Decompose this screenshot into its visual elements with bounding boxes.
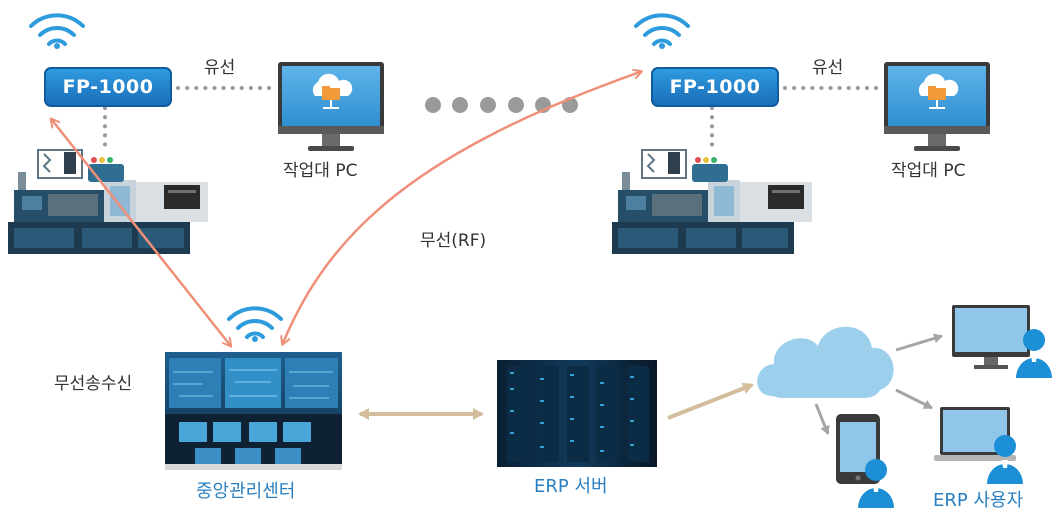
pc-label-right: 작업대 PC [891,161,966,181]
rf-arrow-right [283,72,640,343]
fp1000-device-left: FP-1000 [44,67,172,107]
wifi-icon [634,13,690,49]
cloud-user-arrow-3 [814,403,830,435]
wired-label-right: 유선 [812,58,844,78]
device-label: FP-1000 [669,76,761,98]
server-cloud-arrow [667,382,754,420]
monitor-icon [952,305,1030,369]
monitor-icon [884,62,990,151]
central-center-label: 중앙관리센터 [196,481,296,502]
user-icon [987,435,1023,484]
control-room-icon [165,352,342,470]
transceiver-label: 무선송수신 [54,374,133,394]
server-rack-icon [497,360,657,467]
cloud-user-arrow-1 [895,333,943,352]
injection-machine-icon [612,149,812,254]
cloud-folder-icon [918,73,959,109]
rf-arrow-left [52,120,230,345]
injection-machine-icon [8,149,208,254]
erp-server-label: ERP 서버 [534,476,608,497]
wifi-icon [29,13,85,49]
erp-user-label: ERP 사용자 [933,490,1024,511]
pc-label-left: 작업대 PC [283,161,358,181]
user-icon [858,459,894,508]
monitor-icon [278,62,384,151]
device-label: FP-1000 [62,76,154,98]
user-icon [1016,329,1052,378]
wireless-label: 무선(RF) [420,231,487,251]
fp1000-device-right: FP-1000 [651,67,779,107]
wifi-icon [227,306,283,342]
cloud-icon [757,326,894,398]
wired-label-left: 유선 [204,58,236,78]
cloud-user-arrow-2 [895,388,933,410]
